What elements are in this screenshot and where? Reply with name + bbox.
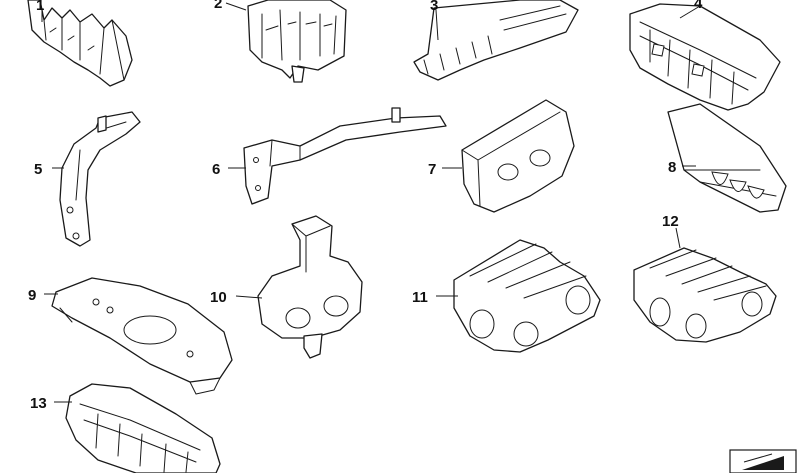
leader-10	[235, 295, 263, 299]
leader-12	[675, 227, 681, 249]
leader-2	[225, 2, 247, 11]
part-3-cable-holder	[413, 0, 579, 81]
part-4-multi-slot-holder	[629, 3, 781, 111]
callout-1: 1	[36, 0, 44, 14]
part-12-ribbed-grommet	[633, 247, 777, 343]
callout-11: 11	[412, 289, 428, 306]
callout-13: 13	[30, 395, 47, 412]
part-10-double-clip	[257, 215, 363, 359]
part-1-cable-clip	[27, 0, 133, 87]
callout-12: 12	[662, 213, 679, 230]
folded-page-arrow-icon	[729, 449, 797, 473]
callout-5: 5	[34, 161, 42, 178]
callout-7: 7	[428, 161, 436, 178]
part-11-ribbed-grommet	[453, 239, 601, 353]
part-9-mounting-plate	[51, 277, 233, 395]
part-8-wedge-holder	[667, 103, 787, 213]
part-5-bracket	[59, 111, 141, 247]
part-2-connector-housing	[247, 0, 347, 83]
part-6-long-bracket	[243, 107, 447, 205]
callout-2: 2	[214, 0, 222, 12]
callout-10: 10	[210, 289, 227, 306]
callout-3: 3	[430, 0, 438, 14]
callout-8: 8	[668, 159, 676, 176]
callout-4: 4	[694, 0, 703, 12]
leader-3	[435, 9, 439, 41]
leader-4	[679, 5, 701, 19]
part-13-connector-strip	[65, 383, 221, 473]
part-7-grommet-block	[461, 99, 575, 213]
callout-9: 9	[28, 287, 36, 304]
callout-6: 6	[212, 161, 220, 178]
